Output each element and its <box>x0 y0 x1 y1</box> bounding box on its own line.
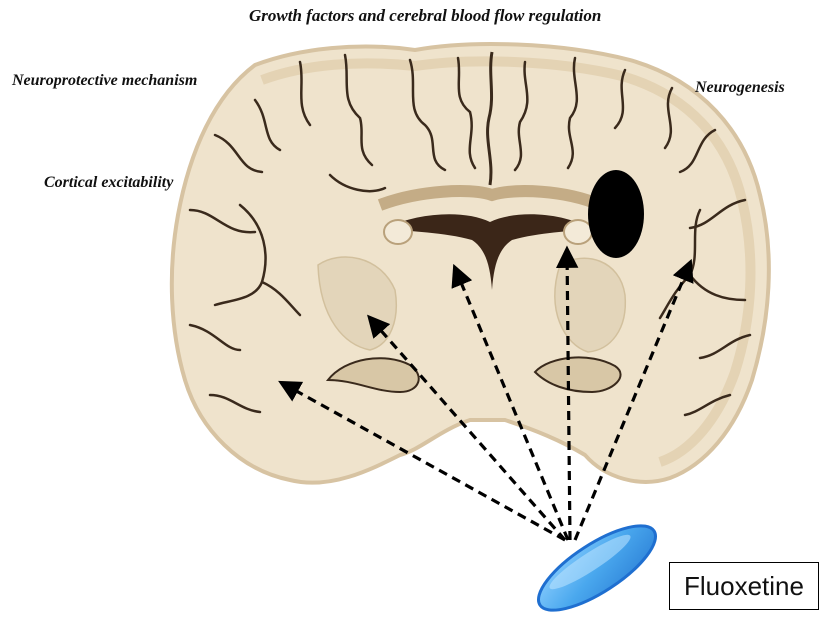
label-cortical-excitability: Cortical excitability <box>44 174 173 192</box>
lesion-marker <box>588 170 644 258</box>
label-neurogenesis: Neurogenesis <box>695 79 785 97</box>
caudate-right <box>564 220 592 244</box>
caudate-left <box>384 220 412 244</box>
drug-name-box: Fluoxetine <box>669 562 819 610</box>
label-growth-factors: Growth factors and cerebral blood flow r… <box>249 6 601 26</box>
drug-name: Fluoxetine <box>684 571 804 602</box>
fluoxetine-pill <box>527 511 667 619</box>
label-neuroprotective: Neuroprotective mechanism <box>12 72 197 90</box>
brain-coronal-section <box>172 44 769 483</box>
